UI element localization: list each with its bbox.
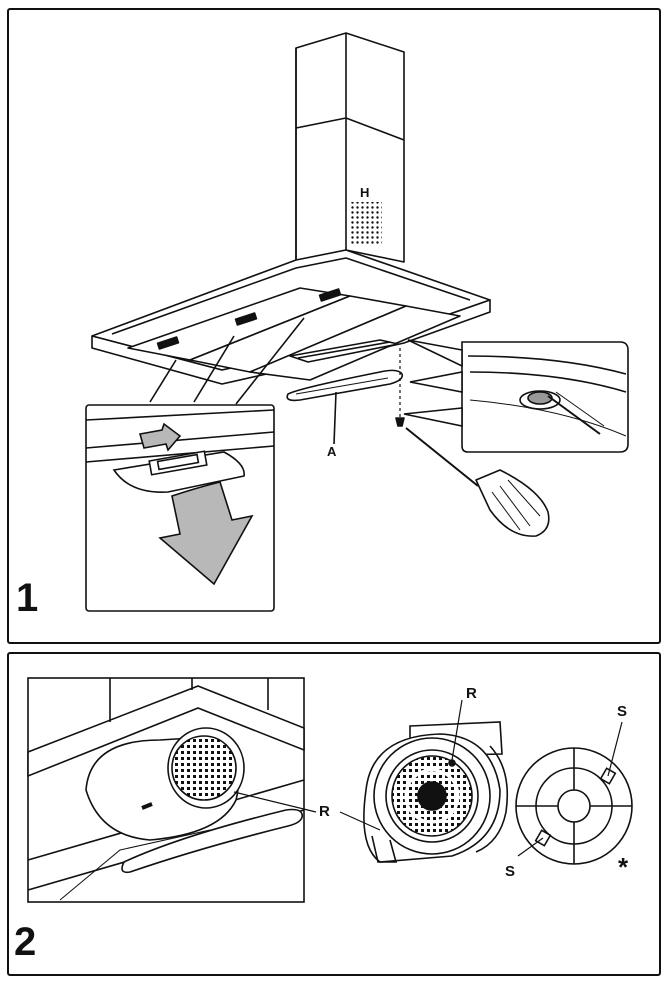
fan-motor-unit	[339, 699, 509, 863]
asterisk-mark: *	[618, 852, 629, 882]
filter-latch-detail	[85, 404, 275, 612]
label-s-top: S	[617, 703, 627, 720]
label-r-top: R	[466, 685, 477, 702]
label-s-bottom: S	[505, 863, 515, 880]
label-r-left: R	[319, 803, 330, 820]
motor-in-hood-detail	[27, 677, 317, 903]
step-number-1: 1	[16, 576, 39, 620]
pull-down-arrow-icon	[158, 481, 254, 586]
label-h: H	[360, 185, 369, 200]
screw-detail	[403, 339, 629, 453]
label-a: A	[327, 444, 337, 459]
step-number-2: 2	[14, 920, 37, 964]
leader-r-left	[233, 791, 317, 813]
carbon-filter-disc	[515, 721, 633, 865]
cooker-hood-drawing	[91, 32, 550, 537]
leader-r-top	[451, 699, 463, 761]
chimney-vent-grille	[350, 202, 382, 244]
push-latch-arrow-icon	[138, 422, 182, 452]
